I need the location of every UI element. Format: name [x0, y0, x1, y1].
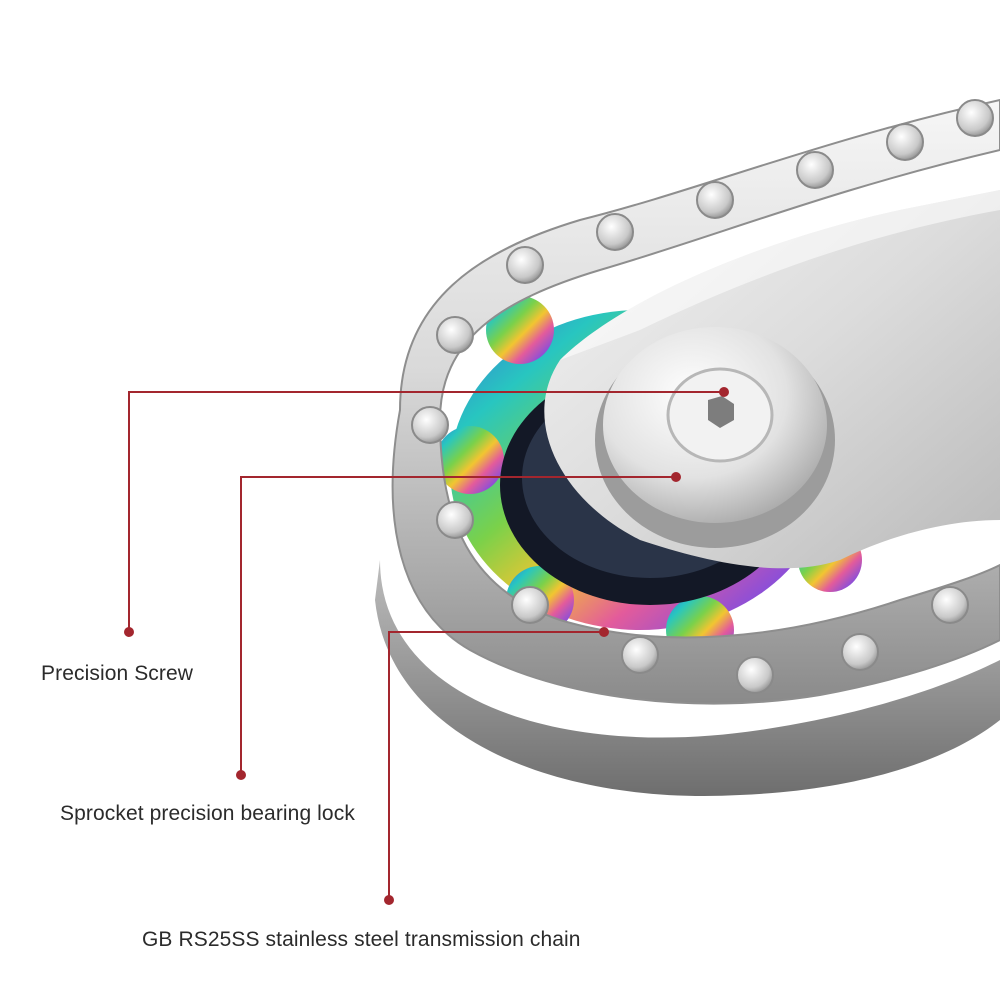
callout-screw-dot-end [719, 387, 729, 397]
callout-chain-dot-end [599, 627, 609, 637]
hex-socket-icon [708, 396, 734, 428]
chain-pins [411, 99, 994, 694]
callout-chain [388, 631, 604, 900]
callout-label-transmission-chain: GB RS25SS stainless steel transmission c… [142, 928, 581, 951]
callout-bearing [240, 476, 676, 775]
lower-chain-strand [375, 560, 1000, 796]
callout-label-bearing-lock: Sprocket precision bearing lock [60, 802, 355, 825]
callout-screw [128, 391, 724, 632]
callout-label-precision-screw: Precision Screw [41, 662, 194, 685]
callout-chain-dot-start [384, 895, 394, 905]
callout-screw-dot-start [124, 627, 134, 637]
callout-bearing-dot-start [236, 770, 246, 780]
callout-bearing-dot-end [671, 472, 681, 482]
main-chain-loop [391, 98, 1000, 705]
